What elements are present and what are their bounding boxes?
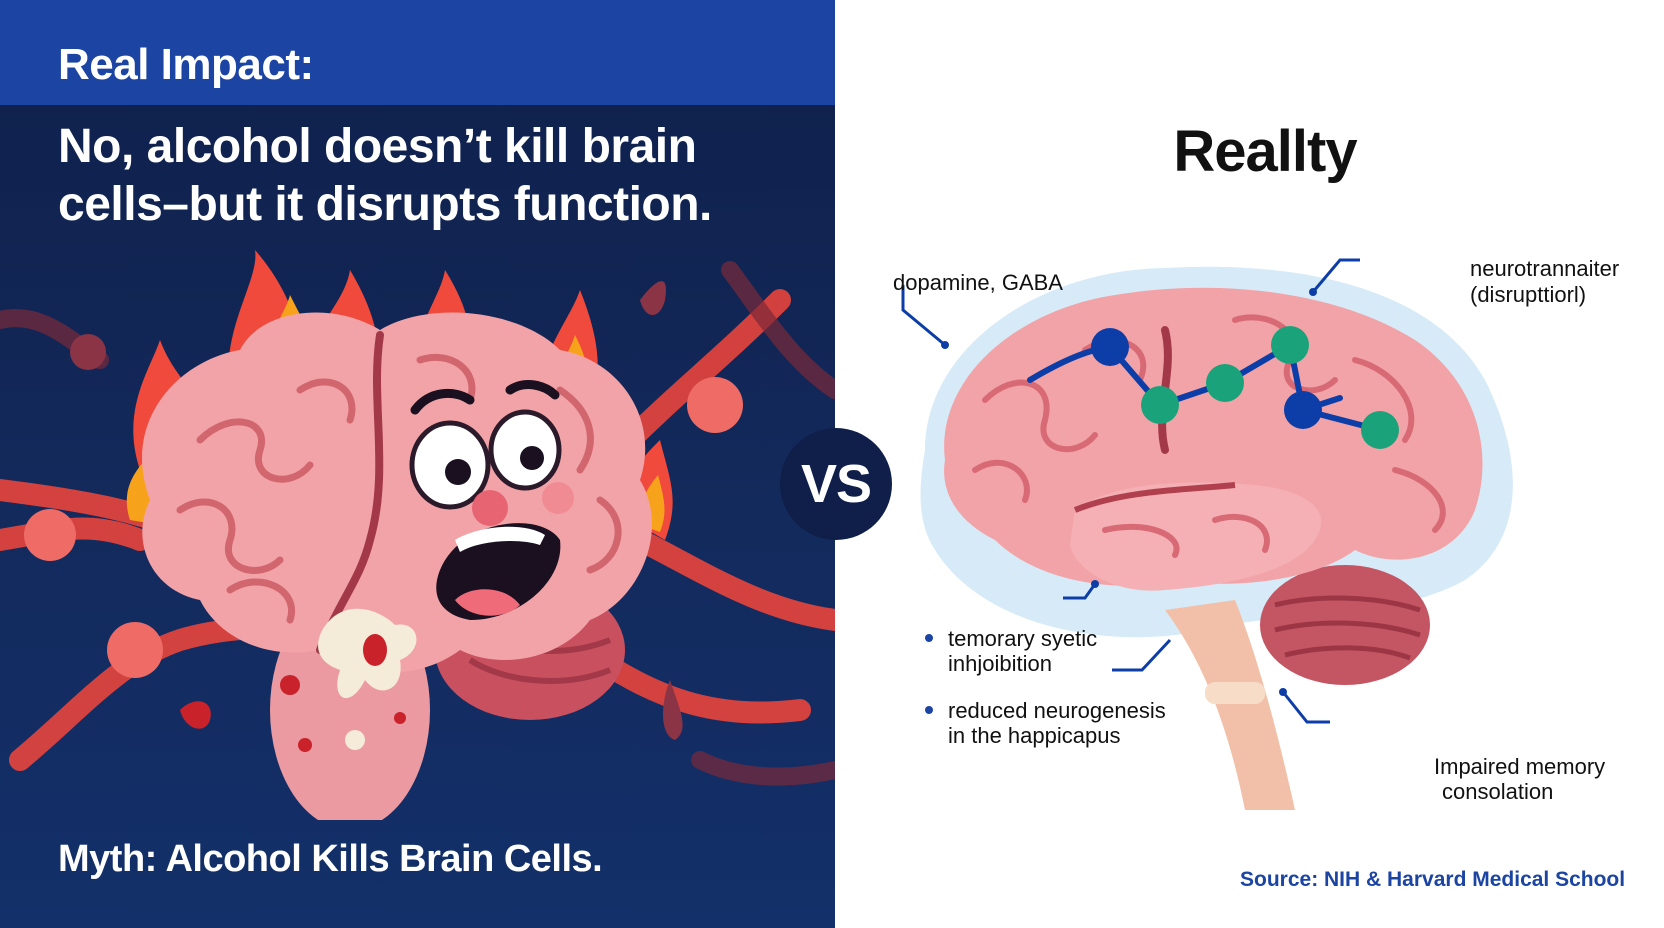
myth-panel: Real Impact: No, alcohol doesn’t kill br… (0, 0, 835, 928)
label-neurogenesis-line1: reduced neurogenesis (948, 698, 1166, 723)
myth-statement: Myth: Alcohol Kills Brain Cells. (58, 838, 603, 880)
neuron-nodes (1091, 326, 1399, 449)
impact-label: Real Impact: (58, 40, 314, 89)
vs-badge: VS (780, 428, 892, 540)
vessel-nodes (24, 334, 743, 678)
brainstem (1165, 600, 1295, 810)
burning-brain-illustration (0, 250, 835, 820)
cartoon-brain (142, 312, 652, 820)
label-neurotransmitter-line2: (disrupttiorl) (1470, 282, 1587, 307)
label-memory-line1: Impaired memory (1434, 754, 1606, 779)
leader-lines (901, 258, 1360, 724)
reality-title: Reallty (1173, 119, 1357, 184)
leader-dots (941, 288, 1317, 696)
label-dopamine-gaba: dopamine, GABA (893, 270, 1063, 295)
source-citation: Source: NIH & Harvard Medical School (1240, 868, 1626, 891)
headline: No, alcohol doesn’t kill brain cells–but… (58, 120, 712, 231)
label-temporary-line2: inhjoibition (948, 651, 1052, 676)
label-neurogenesis-line2: in the happicapus (948, 723, 1121, 748)
bullet-temporary (925, 634, 933, 642)
impact-band (0, 0, 835, 105)
brain-diagram-illustration (901, 258, 1513, 810)
blood-drops (180, 281, 683, 752)
label-memory-line2: consolation (1442, 779, 1554, 804)
label-temporary-line1: temorary syetic (948, 626, 1098, 651)
label-neurotransmitter-line1: neurotrannaiter (1470, 256, 1620, 281)
temporal-lobe (1070, 482, 1322, 591)
bullet-neurogenesis (925, 706, 933, 714)
scared-face (409, 380, 574, 620)
